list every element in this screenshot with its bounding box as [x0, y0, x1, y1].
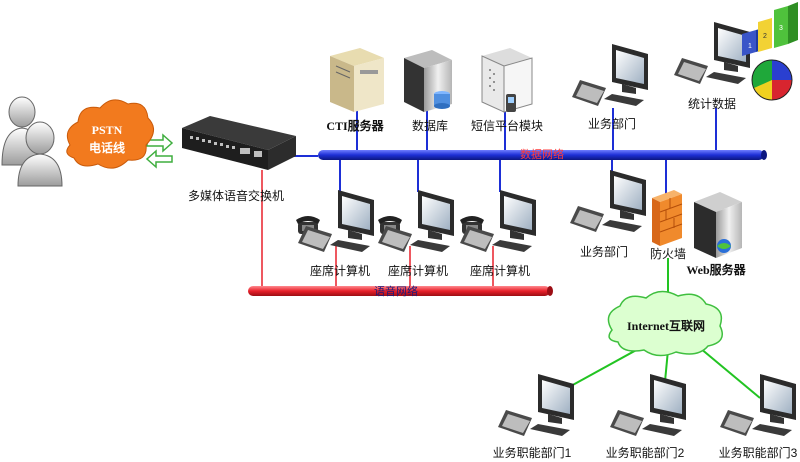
- cti-server-label: CTI服务器: [326, 118, 384, 133]
- database-server-icon: 数据库: [404, 50, 452, 133]
- firewall-label: 防火墙: [650, 246, 686, 261]
- sms-module-label: 短信平台模块: [471, 118, 543, 133]
- remote-dept-2-label: 业务职能部门2: [606, 445, 685, 460]
- voice-bus-drops: [261, 170, 494, 289]
- pstn-cloud: PSTN 电话线: [66, 99, 154, 169]
- web-server-icon: Web服务器: [686, 192, 747, 277]
- bar-label-3: 3: [779, 25, 783, 32]
- agent-computer-1-label: 座席计算机: [310, 263, 370, 278]
- cti-server-icon: CTI服务器: [326, 48, 385, 133]
- database-label: 数据库: [412, 118, 448, 133]
- business-dept-top-label: 业务部门: [588, 116, 636, 131]
- internet-label: Internet互联网: [627, 319, 705, 333]
- agent-computer-2-icon: 座席计算机: [378, 190, 454, 278]
- pstn-connection-arrows: [145, 133, 174, 169]
- statistics-label: 统计数据: [688, 96, 736, 111]
- remote-dept-1-computer-icon: 业务职能部门1: [493, 374, 574, 460]
- bar-label-1: 1: [748, 43, 752, 50]
- callers-icon: [1, 96, 63, 187]
- agent-computer-3-label: 座席计算机: [470, 263, 530, 278]
- agent-computer-2-label: 座席计算机: [388, 263, 448, 278]
- bar-chart-icon: 1 2 3: [742, 2, 798, 56]
- web-server-label: Web服务器: [686, 262, 746, 277]
- business-dept-mid-label: 业务部门: [580, 244, 628, 259]
- switch-label: 多媒体语音交换机: [188, 188, 284, 203]
- pie-chart-icon: [751, 59, 793, 101]
- remote-dept-3-label: 业务职能部门3: [719, 445, 798, 460]
- data-bus-drops: [339, 108, 717, 196]
- data-network-bus: 数据网络: [318, 147, 767, 161]
- pstn-label: PSTN: [92, 123, 123, 137]
- data-network-label: 数据网络: [520, 147, 564, 161]
- internet-cloud: Internet互联网: [607, 290, 723, 357]
- remote-dept-3-computer-icon: 业务职能部门3: [719, 374, 798, 460]
- bar-label-2: 2: [763, 33, 767, 40]
- agent-computer-1-icon: 座席计算机: [296, 190, 374, 278]
- remote-dept-2-computer-icon: 业务职能部门2: [606, 374, 686, 460]
- voice-network-bus: 语音网络: [248, 284, 553, 298]
- business-dept-mid-computer-icon: 业务部门: [570, 170, 646, 259]
- statistics-computer-icon: 统计数据: [674, 22, 750, 111]
- business-dept-top-computer-icon: 业务部门: [572, 44, 648, 131]
- voice-switch-icon: 多媒体语音交换机: [182, 116, 296, 203]
- agent-computer-3-icon: 座席计算机: [460, 190, 536, 278]
- phone-line-label: 电话线: [89, 140, 125, 155]
- firewall-icon: 防火墙: [650, 190, 686, 261]
- voice-network-label: 语音网络: [374, 284, 418, 298]
- sms-module-icon: 短信平台模块: [471, 48, 543, 133]
- remote-dept-1-label: 业务职能部门1: [493, 445, 572, 460]
